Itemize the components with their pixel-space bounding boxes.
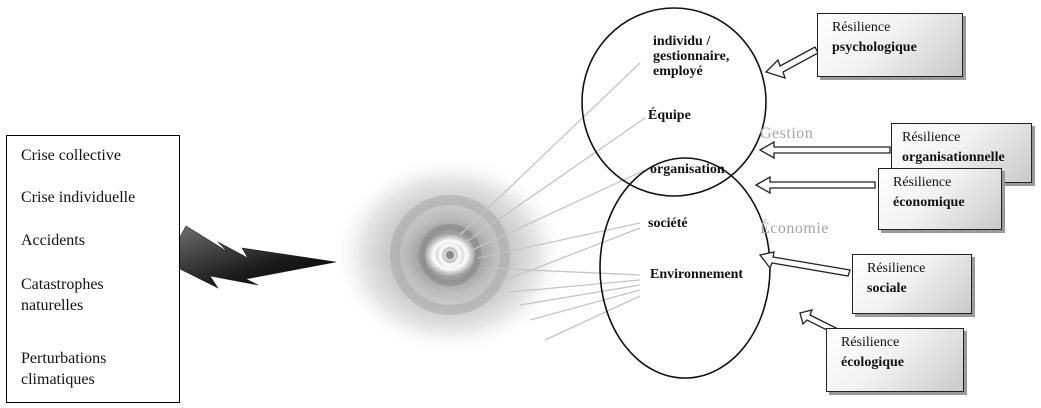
- resilience-box-type: sociale: [867, 281, 907, 296]
- hollow-arrow-icon: [754, 46, 891, 341]
- level-label-societe: société: [648, 216, 688, 231]
- resilience-box-type: organisationnelle: [902, 150, 1005, 165]
- connector-lines: [459, 62, 646, 341]
- resilience-economique-box: Résilience économique: [878, 168, 1002, 230]
- resilience-box-title: Résilience: [902, 130, 961, 145]
- level-label-environnement: Environnement: [650, 267, 744, 282]
- resilience-box-title: Résilience: [893, 175, 952, 190]
- resilience-box-type: écologique: [841, 355, 904, 370]
- crisis-item: Accidents: [21, 232, 85, 249]
- crisis-item: Perturbations climatiques: [21, 350, 107, 388]
- level-label-organisation: organisation: [650, 162, 725, 177]
- crisis-item: Catastrophes naturelles: [21, 276, 104, 314]
- resilience-box-type: psychologique: [832, 40, 917, 55]
- zone-label-gestion: Gestion: [760, 125, 814, 142]
- crisis-item: Crise collective: [21, 147, 121, 164]
- radial-target-icon: [332, 155, 568, 355]
- resilience-box-type: économique: [893, 195, 965, 210]
- crisis-item: Crise individuelle: [21, 189, 136, 206]
- lightning-bolt-icon: [149, 225, 337, 293]
- resilience-ecologique-box: Résilience écologique: [826, 328, 964, 392]
- resilience-psychologique-box: Résilience psychologique: [817, 13, 963, 77]
- zone-label-economie: Économie: [760, 220, 829, 237]
- resilience-sociale-box: Résilience sociale: [852, 254, 972, 314]
- resilience-box-title: Résilience: [841, 335, 900, 350]
- resilience-box-title: Résilience: [832, 20, 891, 35]
- crises-box: Crise collective Crise individuelle Acci…: [6, 135, 180, 403]
- level-label-equipe: Équipe: [648, 108, 691, 123]
- level-label-individu: individu / gestionnaire, employé: [653, 34, 730, 79]
- resilience-box-title: Résilience: [867, 261, 926, 276]
- gestion-circle: [581, 7, 767, 197]
